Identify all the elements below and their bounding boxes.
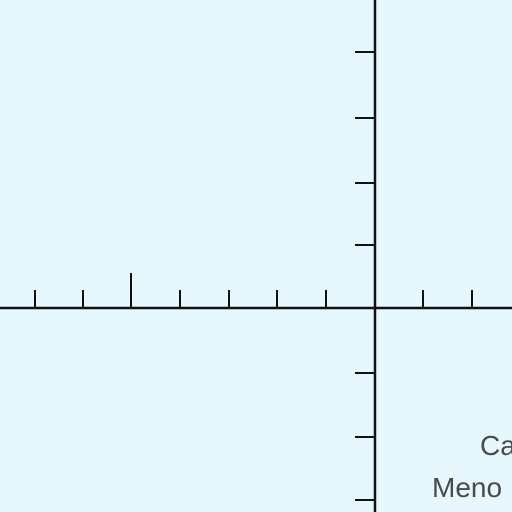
label-line-1: Ca	[480, 430, 512, 461]
label-line-2: Meno	[432, 472, 503, 503]
